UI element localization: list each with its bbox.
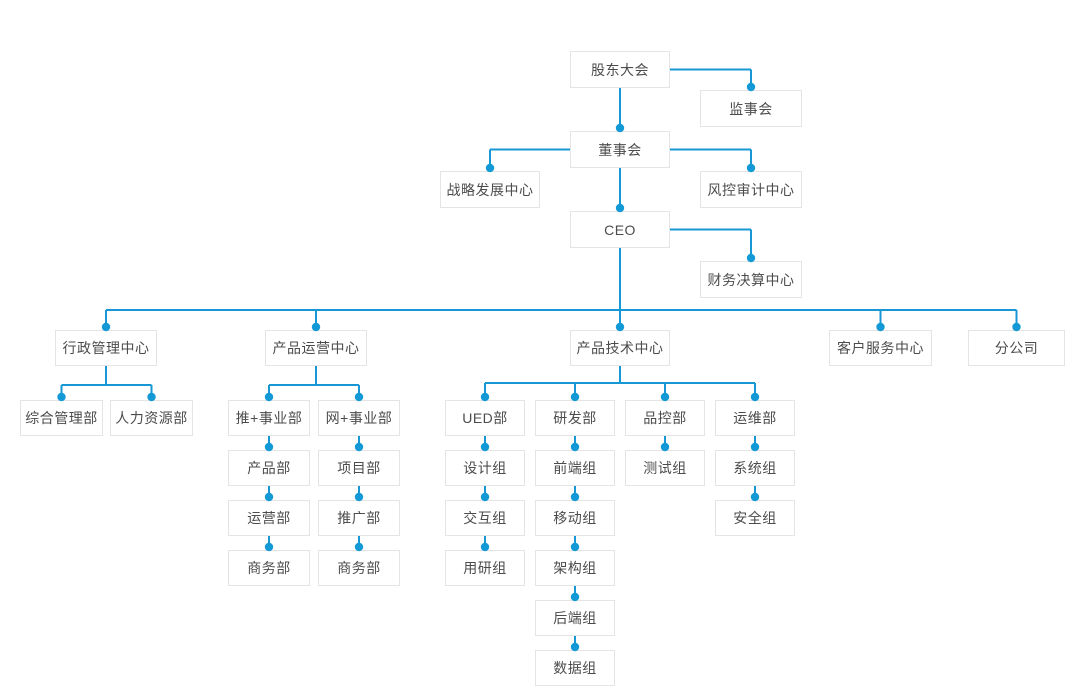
org-node-security: 安全组: [715, 500, 795, 536]
org-node-ceo: CEO: [570, 211, 670, 248]
org-node-finance: 财务决算中心: [700, 261, 802, 298]
org-node-admin: 行政管理中心: [55, 330, 157, 366]
org-node-rd: 研发部: [535, 400, 615, 436]
org-node-label: 安全组: [733, 510, 777, 526]
org-node-general: 综合管理部: [20, 400, 103, 436]
org-node-label: 移动组: [553, 510, 597, 526]
org-node-label: UED部: [462, 410, 508, 426]
org-node-label: 运维部: [733, 410, 777, 426]
org-node-label: 运营部: [247, 510, 291, 526]
org-node-system: 系统组: [715, 450, 795, 486]
org-node-label: 财务决算中心: [707, 271, 795, 288]
org-node-risk: 风控审计中心: [700, 171, 802, 208]
org-node-tui: 推+事业部: [228, 400, 310, 436]
org-node-label: 测试组: [643, 460, 687, 476]
org-node-operation: 运营部: [228, 500, 310, 536]
org-node-service: 客户服务中心: [829, 330, 932, 366]
org-node-hr: 人力资源部: [110, 400, 193, 436]
org-node-label: 前端组: [553, 460, 597, 476]
org-node-strategy: 战略发展中心: [440, 171, 540, 208]
org-node-label: 数据组: [553, 660, 597, 676]
org-node-label: 风控审计中心: [707, 181, 795, 198]
org-node-test: 测试组: [625, 450, 705, 486]
org-node-business2: 商务部: [318, 550, 400, 586]
org-node-label: 产品部: [247, 460, 291, 476]
org-node-label: 推+事业部: [235, 410, 303, 426]
org-node-label: 品控部: [643, 410, 687, 426]
org-node-label: 人力资源部: [115, 410, 188, 426]
org-node-branch: 分公司: [968, 330, 1065, 366]
org-node-design: 设计组: [445, 450, 525, 486]
org-node-label: 后端组: [553, 610, 597, 626]
org-node-wang: 网+事业部: [318, 400, 400, 436]
org-node-ops: 产品运营中心: [265, 330, 367, 366]
org-node-label: 产品技术中心: [576, 340, 664, 356]
org-node-label: 战略发展中心: [446, 181, 534, 198]
org-node-interaction: 交互组: [445, 500, 525, 536]
org-node-backend: 后端组: [535, 600, 615, 636]
org-node-research: 用研组: [445, 550, 525, 586]
org-node-om: 运维部: [715, 400, 795, 436]
org-node-label: 系统组: [733, 460, 777, 476]
org-node-label: 架构组: [553, 560, 597, 576]
org-node-label: 项目部: [337, 460, 381, 476]
org-node-project: 项目部: [318, 450, 400, 486]
org-node-label: CEO: [604, 221, 636, 238]
org-node-ued: UED部: [445, 400, 525, 436]
org-node-label: 董事会: [598, 141, 642, 158]
org-node-label: 交互组: [463, 510, 507, 526]
org-node-data: 数据组: [535, 650, 615, 686]
org-node-arch: 架构组: [535, 550, 615, 586]
org-node-label: 网+事业部: [325, 410, 393, 426]
org-node-label: 监事会: [729, 100, 773, 117]
org-node-business1: 商务部: [228, 550, 310, 586]
org-node-label: 商务部: [337, 560, 381, 576]
org-node-supervisory: 监事会: [700, 90, 802, 127]
org-node-qc: 品控部: [625, 400, 705, 436]
org-node-label: 产品运营中心: [272, 340, 360, 356]
org-node-label: 综合管理部: [25, 410, 98, 426]
org-node-label: 股东大会: [591, 61, 649, 78]
org-node-shareholders: 股东大会: [570, 51, 670, 88]
org-node-label: 分公司: [994, 340, 1039, 356]
org-node-product: 产品部: [228, 450, 310, 486]
org-node-mobile: 移动组: [535, 500, 615, 536]
org-node-tech: 产品技术中心: [570, 330, 670, 366]
org-node-promotion: 推广部: [318, 500, 400, 536]
org-node-label: 推广部: [337, 510, 381, 526]
org-node-board: 董事会: [570, 131, 670, 168]
org-node-label: 商务部: [247, 560, 291, 576]
org-node-label: 研发部: [553, 410, 597, 426]
org-node-label: 行政管理中心: [62, 340, 150, 356]
org-node-label: 用研组: [463, 560, 507, 576]
org-node-label: 客户服务中心: [837, 340, 924, 356]
org-node-label: 设计组: [463, 460, 507, 476]
org-node-frontend: 前端组: [535, 450, 615, 486]
